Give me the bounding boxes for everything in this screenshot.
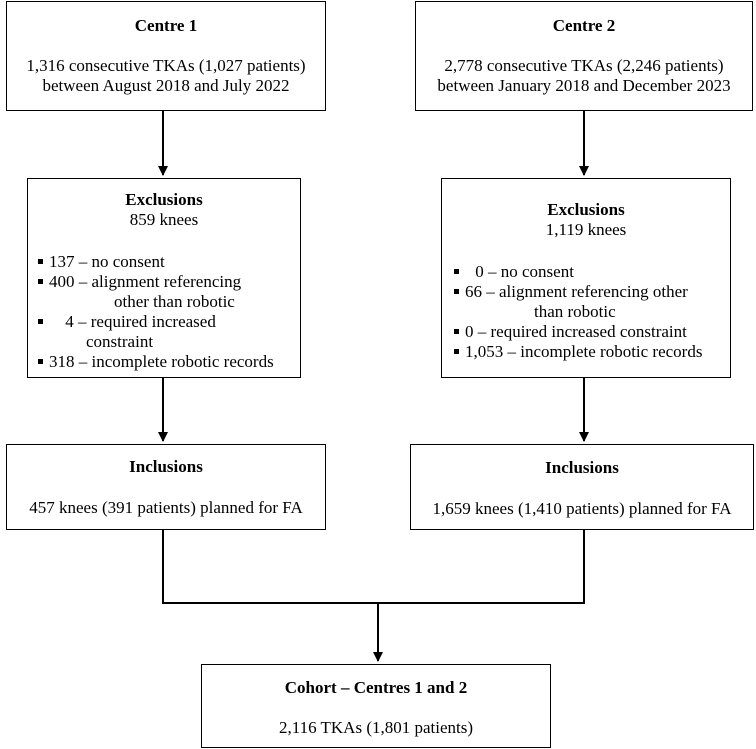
inclusions1-title: Inclusions [129,457,203,476]
centre1-line2: between August 2018 and July 2022 [42,76,290,95]
centre1-title: Centre 1 [134,16,198,35]
bullet-icon [454,348,459,354]
exclusions2-item-continuation: than robotic [534,302,616,321]
exclusions1-item-text: 400 – alignment referencing [49,272,242,291]
exclusions2-list: 0 – no consent 66 – alignment referencin… [454,262,730,362]
exclusions1-item-text: 4 – required increased [61,312,216,331]
bullet-icon [38,258,43,264]
inclusions2-box: Inclusions 1,659 knees (1,410 patients) … [410,444,754,530]
exclusions1-count: 859 knees [129,210,199,229]
inclusions2-title: Inclusions [545,458,619,477]
exclusions2-box: Exclusions 1,119 knees 0 – no consent 66… [441,178,731,378]
cohort-line: 2,116 TKAs (1,801 patients) [278,718,474,737]
exclusions2-item: 1,053 – incomplete robotic records [454,342,730,362]
exclusions2-item-text: 0 – no consent [471,262,574,281]
exclusions2-item-text: 66 – alignment referencing other [465,282,688,301]
cohort-title: Cohort – Centres 1 and 2 [284,678,468,697]
centre2-title: Centre 2 [552,16,616,35]
exclusions2-item: 0 – no consent [454,262,730,282]
inclusions2-line: 1,659 knees (1,410 patients) planned for… [432,499,732,518]
centre1-line1: 1,316 consecutive TKAs (1,027 patients) [26,56,306,75]
exclusions1-item: 137 – no consent [38,252,300,272]
exclusions2-count: 1,119 knees [545,220,627,239]
bullet-icon [38,278,43,284]
exclusions1-item-continuation: constraint [86,332,154,351]
centre2-line2: between January 2018 and December 2023 [437,76,731,95]
exclusions1-list: 137 – no consent 400 – alignment referen… [38,252,300,372]
bullet-icon [38,358,43,364]
inclusions1-box: Inclusions 457 knees (391 patients) plan… [6,444,326,530]
centre2-line1: 2,778 consecutive TKAs (2,246 patients) [444,56,724,75]
exclusions1-item-text: 137 – no consent [49,252,165,271]
exclusions1-box: Exclusions 859 knees 137 – no consent 40… [27,178,301,378]
exclusions2-item: 0 – required increased constraint [454,322,730,342]
bullet-icon [454,328,459,334]
merge-line [162,530,585,604]
exclusions1-title: Exclusions [125,190,203,209]
centre1-box: Centre 1 1,316 consecutive TKAs (1,027 p… [6,1,326,111]
centre2-box: Centre 2 2,778 consecutive TKAs (2,246 p… [415,1,753,111]
bullet-icon [454,288,459,294]
cohort-box: Cohort – Centres 1 and 2 2,116 TKAs (1,8… [201,664,551,748]
exclusions2-item-text: 1,053 – incomplete robotic records [465,342,703,361]
exclusions1-item: 318 – incomplete robotic records [38,352,300,372]
inclusions1-line: 457 knees (391 patients) planned for FA [29,498,303,517]
bullet-icon [454,268,459,274]
exclusions2-item-text: 0 – required increased constraint [465,322,687,341]
exclusions1-item-continuation: other than robotic [114,292,235,311]
exclusions2-title: Exclusions [547,200,625,219]
exclusions1-item-text: 318 – incomplete robotic records [49,352,274,371]
bullet-icon [38,318,43,324]
